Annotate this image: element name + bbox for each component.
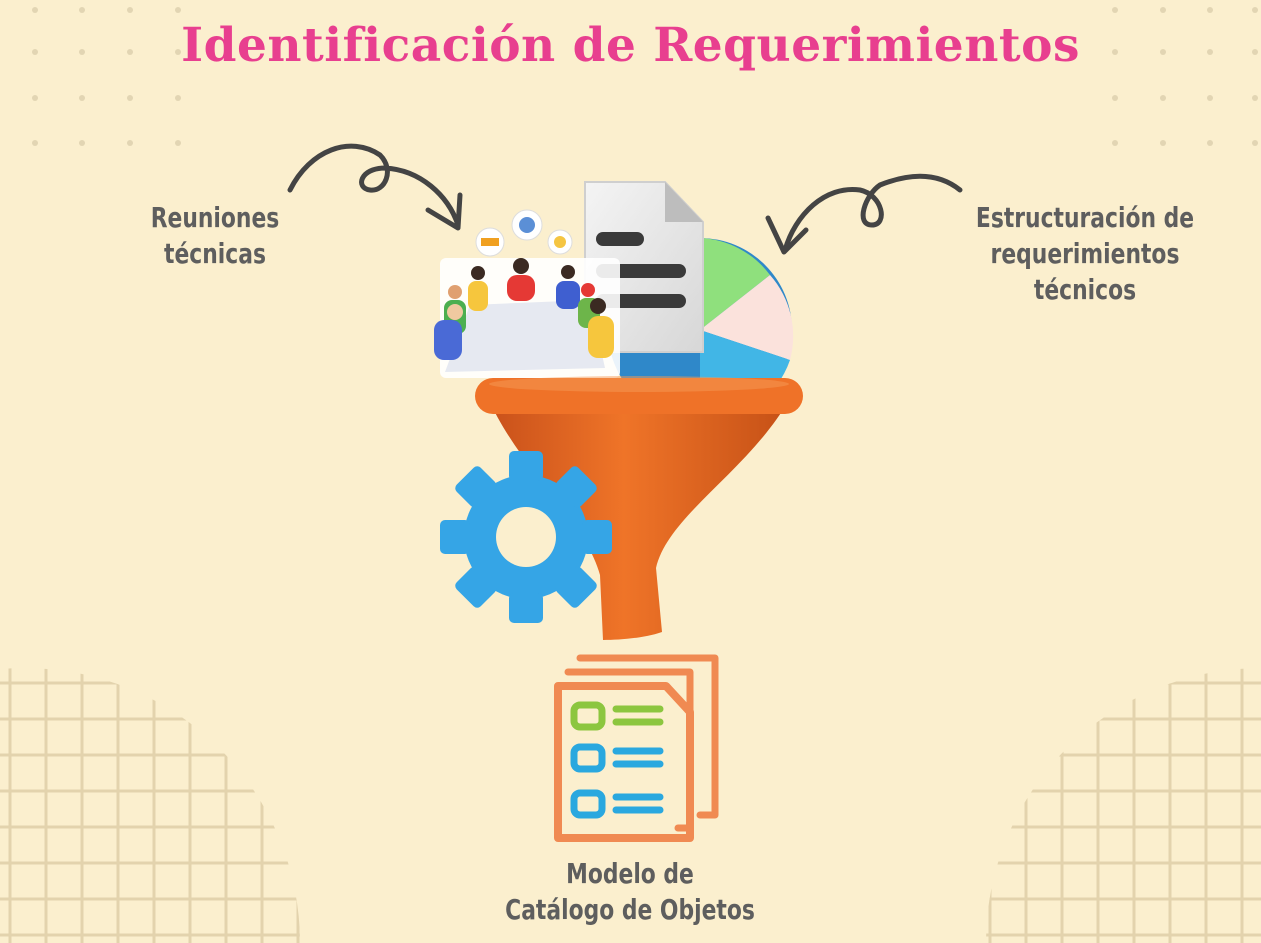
label-meetings-line-1: Reuniones (150, 201, 280, 234)
team-meeting-illustration (434, 209, 620, 378)
label-structuring: Estructuración de requerimientos técnico… (960, 200, 1210, 308)
label-structuring-line-1: Estructuración de (975, 201, 1195, 234)
gear-icon (440, 451, 612, 623)
label-output: Modelo de Catálogo de Objetos (497, 856, 762, 928)
label-structuring-line-2: requerimientos (990, 237, 1180, 270)
funnel-icon (475, 376, 803, 640)
label-meetings-line-2: técnicas (164, 237, 266, 270)
dots-top-left (32, 7, 181, 146)
checklist-catalog-icon (554, 654, 719, 842)
arrow-left-icon (287, 143, 463, 231)
dots-top-right (1112, 7, 1258, 146)
label-output-line-2: Catálogo de Objetos (505, 893, 755, 926)
label-structuring-line-3: técnicos (1033, 273, 1137, 306)
diagram-title: Identificación de Requerimientos (181, 18, 1080, 73)
label-meetings: Reuniones técnicas (141, 200, 289, 272)
grid-bottom-left (0, 668, 300, 943)
grid-bottom-right (986, 668, 1261, 943)
label-output-line-1: Modelo de (566, 857, 694, 890)
arrow-right-icon (765, 173, 963, 255)
